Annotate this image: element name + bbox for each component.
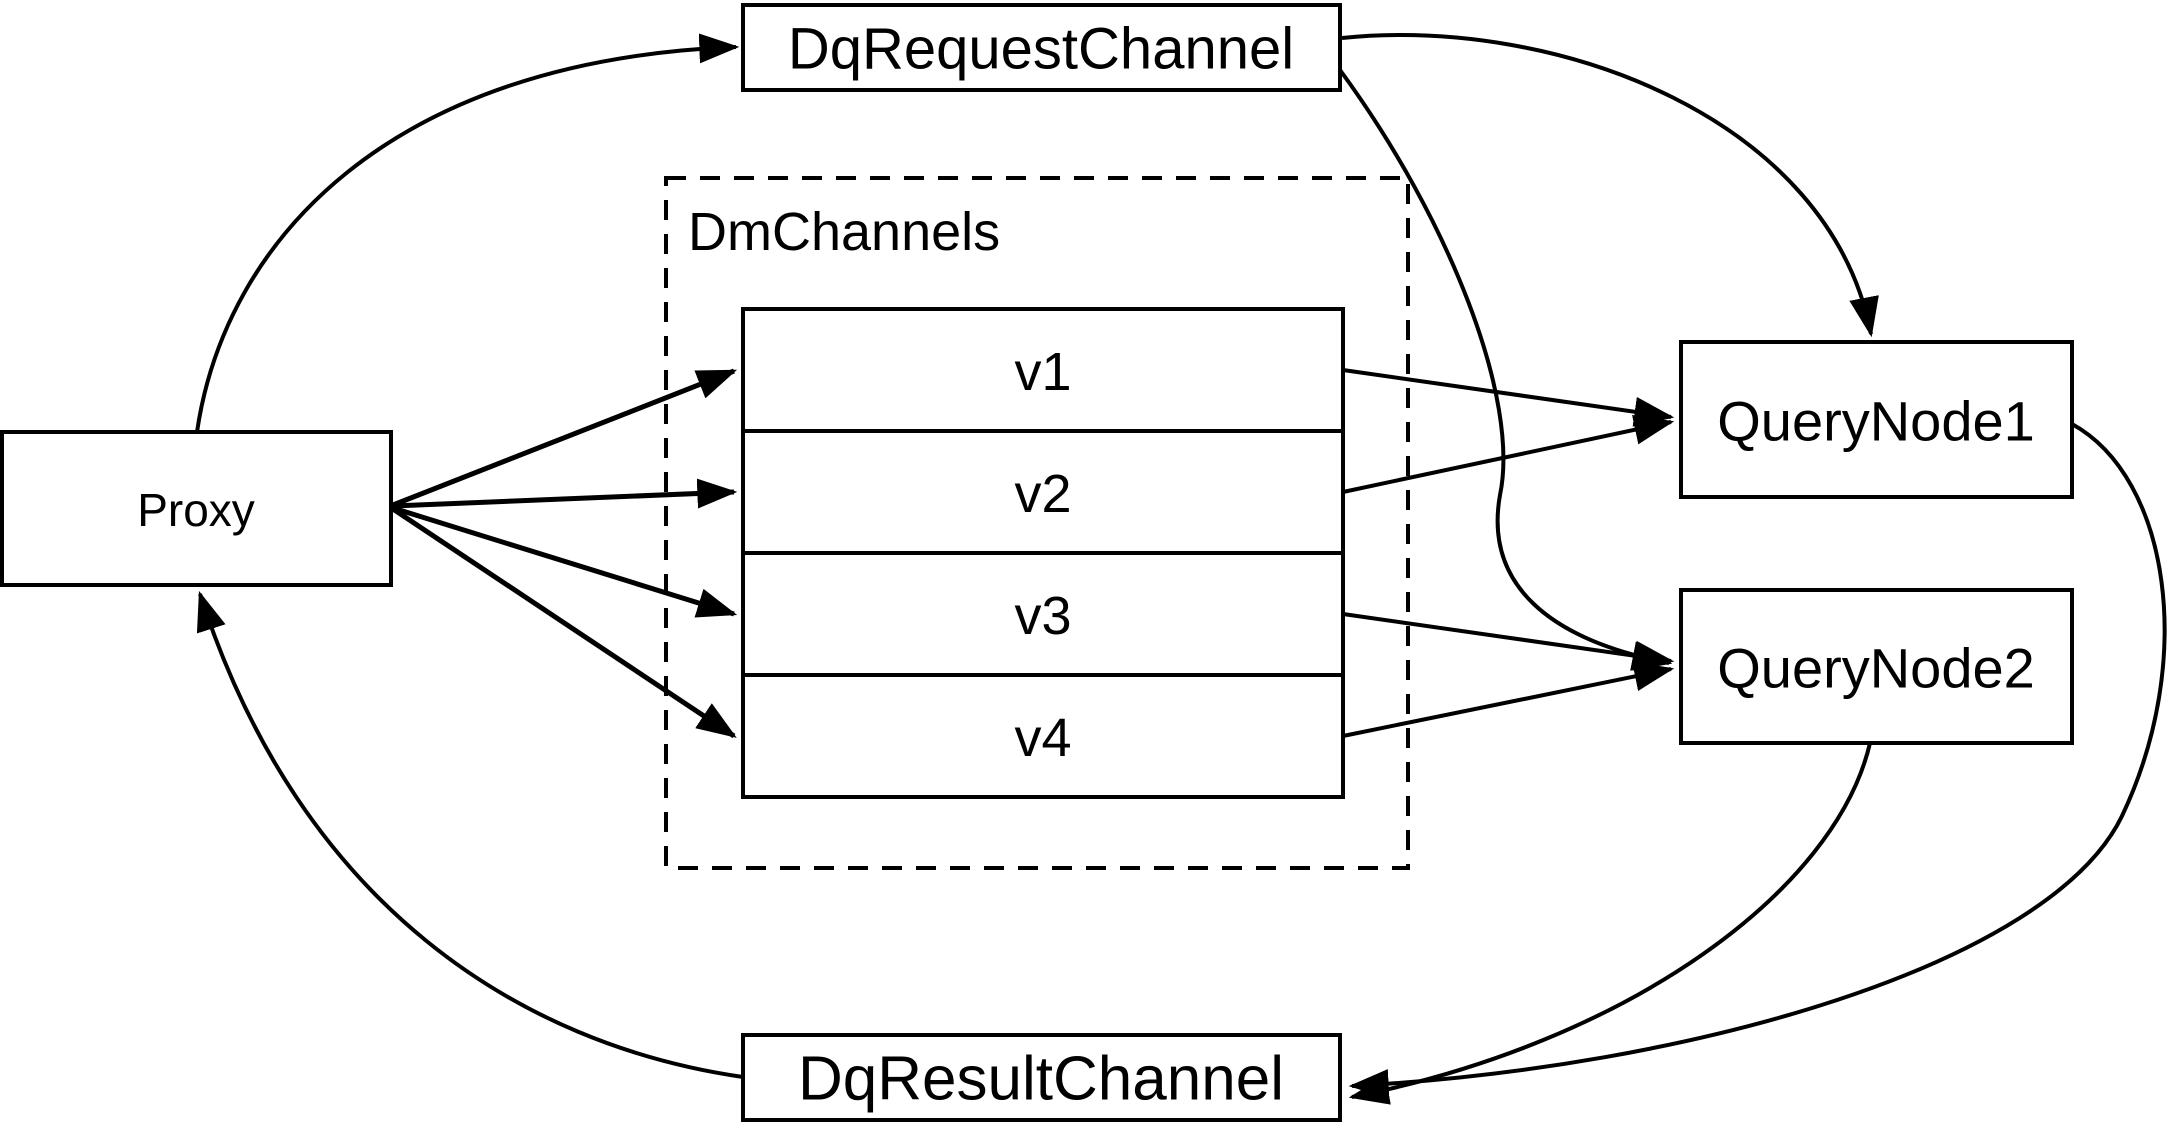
node-dq-result-channel: DqResultChannel: [741, 1033, 1342, 1122]
channel-v1-label: v1: [1014, 342, 1071, 402]
edge-proxy-to-v4: [391, 506, 737, 739]
channel-v2-label: v2: [1014, 464, 1071, 524]
dq-result-channel-label: DqResultChannel: [798, 1045, 1284, 1114]
edge-dq-request-channel-to-query-node-1: [1341, 33, 1879, 338]
proxy-box: [0, 430, 393, 587]
dm-channels-label: DmChannels: [688, 202, 1000, 262]
edge-v3-to-query-node-2: [1342, 612, 1675, 671]
node-proxy: Proxy: [0, 430, 393, 587]
channel-v4-label: v4: [1014, 708, 1071, 768]
dq-result-channel-box: [741, 1033, 1342, 1122]
proxy-label: Proxy: [137, 484, 255, 536]
query-node-2-label: QueryNode2: [1717, 637, 2035, 700]
node-dq-request-channel: DqRequestChannel: [741, 3, 1342, 92]
node-query-node-1: QueryNode1: [1679, 340, 2074, 499]
channel-v3-label: v3: [1014, 586, 1071, 646]
edge-dq-result-channel-to-proxy: [196, 590, 744, 1079]
edge-v1-to-query-node-1: [1342, 368, 1675, 427]
edge-v2-to-query-node-1: [1342, 414, 1675, 494]
node-query-node-2: QueryNode2: [1679, 588, 2074, 745]
dm-channels-dashed-box: [664, 176, 1410, 870]
edge-query-node-1-to-dq-result-channel: [1348, 422, 2167, 1100]
query-node-2-box: [1679, 588, 2074, 745]
edge-v4-to-query-node-2: [1342, 661, 1675, 738]
edge-query-node-2-to-dq-result-channel: [1348, 742, 1872, 1105]
query-node-1-label: QueryNode1: [1717, 390, 2035, 453]
dq-request-channel-box: [741, 3, 1342, 92]
edge-proxy-to-v1: [392, 368, 738, 508]
edge-proxy-to-dq-request-channel: [195, 33, 740, 433]
group-dm-channels: DmChannels v1 v2 v3 v4: [664, 176, 1410, 870]
edge-dq-request-channel-to-query-node-2: [1338, 68, 1673, 671]
edge-proxy-to-v2: [392, 478, 738, 509]
dm-channels-stack: v1 v2 v3 v4: [741, 307, 1345, 799]
edge-proxy-to-v3: [392, 505, 738, 618]
dq-request-channel-label: DqRequestChannel: [788, 17, 1294, 82]
query-node-1-box: [1679, 340, 2074, 499]
